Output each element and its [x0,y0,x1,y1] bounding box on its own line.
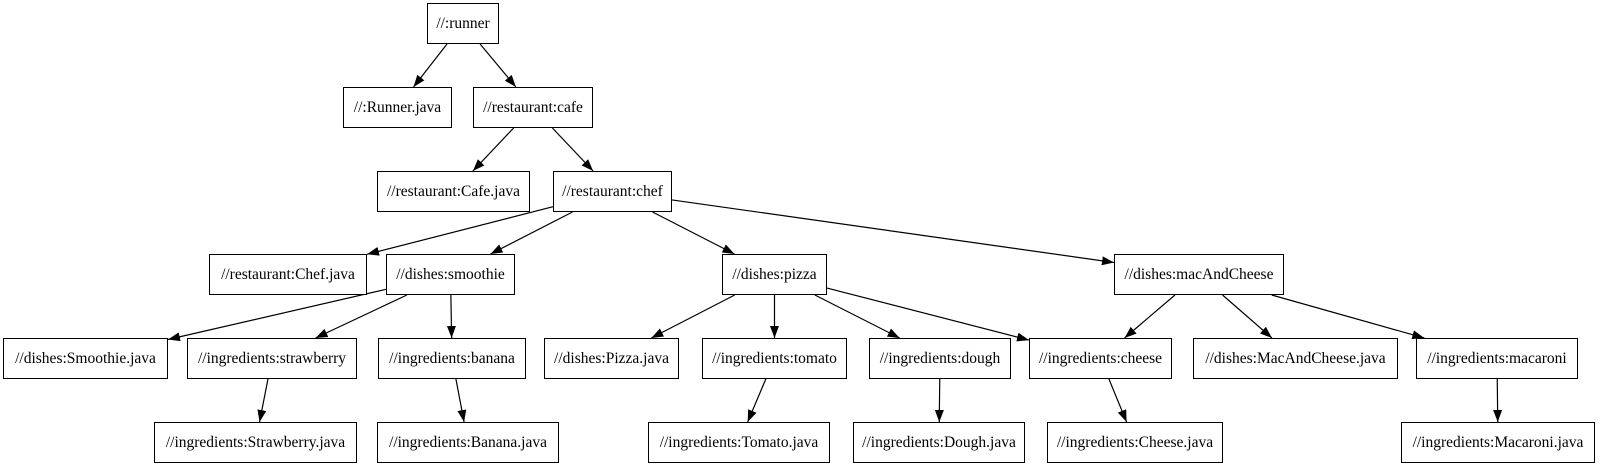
graph-node-chef_java: //restaurant:Chef.java [209,254,367,295]
edge-pizza-to-pizza_java [651,294,735,339]
graph-node-smoothie_java: //dishes:Smoothie.java [3,338,168,379]
node-label: //ingredients:strawberry [197,349,347,367]
edge-smoothie-to-strawberry [315,294,408,339]
edge-chef-to-mac [671,199,1115,266]
graph-node-smoothie: //dishes:smoothie [386,254,515,295]
node-label: //dishes:pizza [732,265,817,283]
graph-node-pizza: //dishes:pizza [722,254,827,295]
graph-node-runner_java: //:Runner.java [343,87,452,128]
node-label: //ingredients:cheese [1038,349,1163,367]
graph-node-mac_java: //dishes:MacAndCheese.java [1193,338,1398,379]
node-label: //dishes:macAndCheese [1124,265,1274,283]
node-label: //ingredients:dough [879,349,1001,367]
node-label: //restaurant:Cafe.java [387,182,520,200]
graph-node-strawberry_java: //ingredients:Strawberry.java [154,422,357,463]
edge-banana-to-banana_java [455,378,467,423]
edge-chef-to-smoothie [490,211,573,255]
graph-node-macaroni_java: //ingredients:Macaroni.java [1401,422,1595,463]
node-label: //restaurant:chef [562,182,663,200]
graph-node-pizza_java: //dishes:Pizza.java [544,338,679,379]
node-label: //ingredients:Dough.java [862,433,1016,451]
graph-node-dough: //ingredients:dough [869,338,1011,379]
node-label: //restaurant:cafe [483,98,583,116]
node-label: //ingredients:Cheese.java [1056,433,1214,451]
graph-node-tomato_java: //ingredients:Tomato.java [648,422,830,463]
graph-node-cheese: //ingredients:cheese [1029,338,1172,379]
edge-runner-to-runner_java [413,43,448,88]
edge-strawberry-to-strawberry_java [257,378,269,423]
graph-node-chef: //restaurant:chef [553,171,672,212]
edge-mac-to-mac_java [1222,294,1273,339]
edge-smoothie-to-banana [446,294,456,339]
edge-cafe-to-chef [551,127,594,172]
node-label: //ingredients:Macaroni.java [1412,433,1584,451]
edge-pizza-to-dough [814,294,900,339]
node-label: //ingredients:Tomato.java [659,433,819,451]
node-label: //restaurant:Chef.java [221,265,355,283]
node-label: //dishes:Pizza.java [554,349,669,367]
graph-node-cheese_java: //ingredients:Cheese.java [1047,422,1223,463]
graph-node-cafe_java: //restaurant:Cafe.java [377,171,530,212]
edge-pizza-to-cheese [826,287,1030,342]
node-label: //ingredients:macaroni [1427,349,1567,367]
edge-smoothie-to-smoothie_java [167,288,387,342]
graph-node-banana: //ingredients:banana [378,338,526,379]
node-label: //ingredients:Banana.java [389,433,547,451]
graph-node-banana_java: //ingredients:Banana.java [377,422,559,463]
node-label: //dishes:MacAndCheese.java [1205,349,1386,367]
edge-tomato-to-tomato_java [747,378,767,423]
graph-node-mac: //dishes:macAndCheese [1114,254,1284,295]
graph-node-cafe: //restaurant:cafe [473,87,593,128]
graph-node-runner: //:runner [427,3,499,44]
edge-mac-to-macaroni [1271,294,1425,340]
edge-dough-to-dough_java [934,378,944,423]
node-label: //:Runner.java [353,98,442,116]
edge-runner-to-cafe [479,43,517,88]
edge-cafe-to-cafe_java [472,127,515,172]
node-label: //ingredients:tomato [712,349,837,367]
node-label: //dishes:smoothie [396,265,505,283]
graph-node-strawberry: //ingredients:strawberry [187,338,357,379]
edge-chef-to-pizza [652,211,735,255]
node-label: //ingredients:banana [389,349,515,367]
edge-macaroni-to-macaroni_java [1493,378,1503,423]
graph-node-tomato: //ingredients:tomato [702,338,847,379]
graph-node-macaroni: //ingredients:macaroni [1416,338,1578,379]
node-label: //ingredients:Strawberry.java [165,433,346,451]
node-label: //dishes:Smoothie.java [15,349,156,367]
edge-mac-to-cheese [1124,294,1176,339]
edge-cheese-to-cheese_java [1108,378,1128,423]
edge-chef-to-chef_java [366,206,554,256]
graph-node-dough_java: //ingredients:Dough.java [853,422,1025,463]
node-label: //:runner [436,14,490,32]
